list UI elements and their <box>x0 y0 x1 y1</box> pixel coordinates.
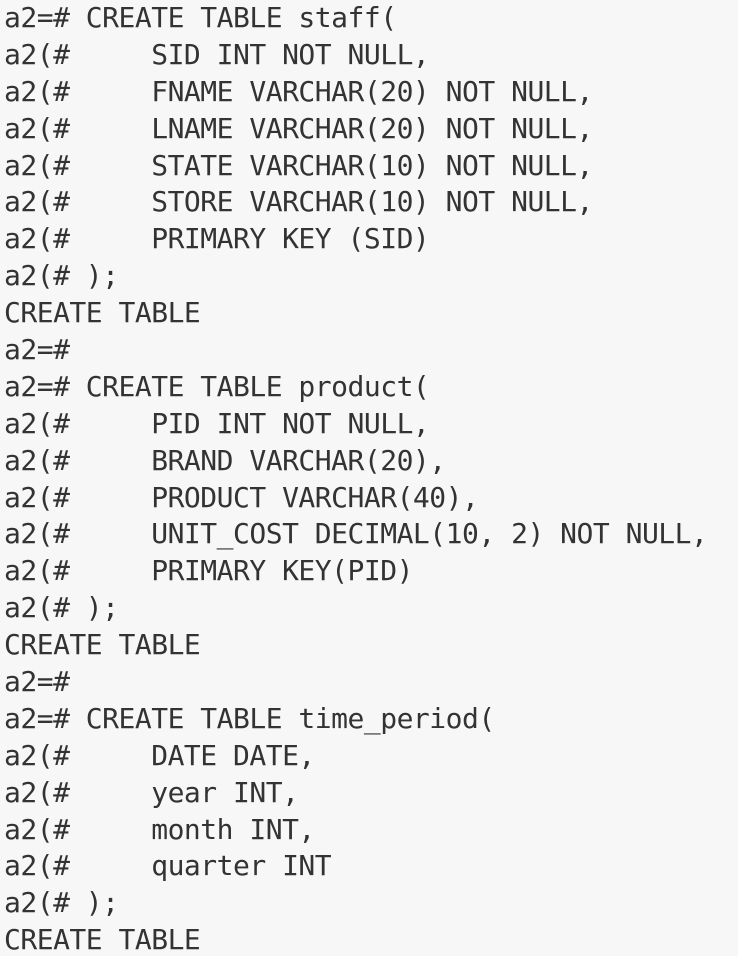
terminal-line: a2(# PID INT NOT NULL, <box>4 406 430 440</box>
terminal-line: a2(# FNAME VARCHAR(20) NOT NULL, <box>4 74 593 108</box>
terminal-line: a2(# DATE DATE, <box>4 738 315 772</box>
terminal-line: a2(# ); <box>4 259 119 293</box>
terminal-line: a2(# STORE VARCHAR(10) NOT NULL, <box>4 185 593 219</box>
terminal-line: a2(# PRIMARY KEY(PID) <box>4 554 413 588</box>
terminal-line: a2=# <box>4 665 70 699</box>
terminal-line: CREATE TABLE <box>4 296 201 330</box>
terminal-line: CREATE TABLE <box>4 628 201 662</box>
terminal-line: a2(# ); <box>4 886 119 920</box>
terminal-line: a2(# SID INT NOT NULL, <box>4 37 430 71</box>
terminal-line: a2(# PRODUCT VARCHAR(40), <box>4 480 479 514</box>
terminal-line: a2(# PRIMARY KEY (SID) <box>4 222 430 256</box>
terminal-line: a2=# CREATE TABLE staff( <box>4 1 397 34</box>
terminal-line: a2(# STATE VARCHAR(10) NOT NULL, <box>4 148 593 182</box>
terminal-line: a2(# quarter INT <box>4 849 332 883</box>
terminal-line: a2=# <box>4 333 70 367</box>
terminal-line: a2(# year INT, <box>4 775 299 809</box>
terminal-line: a2(# ); <box>4 591 119 625</box>
terminal-line: a2(# UNIT_COST DECIMAL(10, 2) NOT NULL, <box>4 517 708 551</box>
terminal-line: CREATE TABLE <box>4 923 201 956</box>
terminal-line: a2=# CREATE TABLE product( <box>4 369 430 403</box>
terminal-line: a2(# BRAND VARCHAR(20), <box>4 443 446 477</box>
terminal-line: a2(# LNAME VARCHAR(20) NOT NULL, <box>4 111 593 145</box>
terminal-line: a2=# CREATE TABLE time_period( <box>4 701 495 735</box>
terminal-line: a2(# month INT, <box>4 812 315 846</box>
